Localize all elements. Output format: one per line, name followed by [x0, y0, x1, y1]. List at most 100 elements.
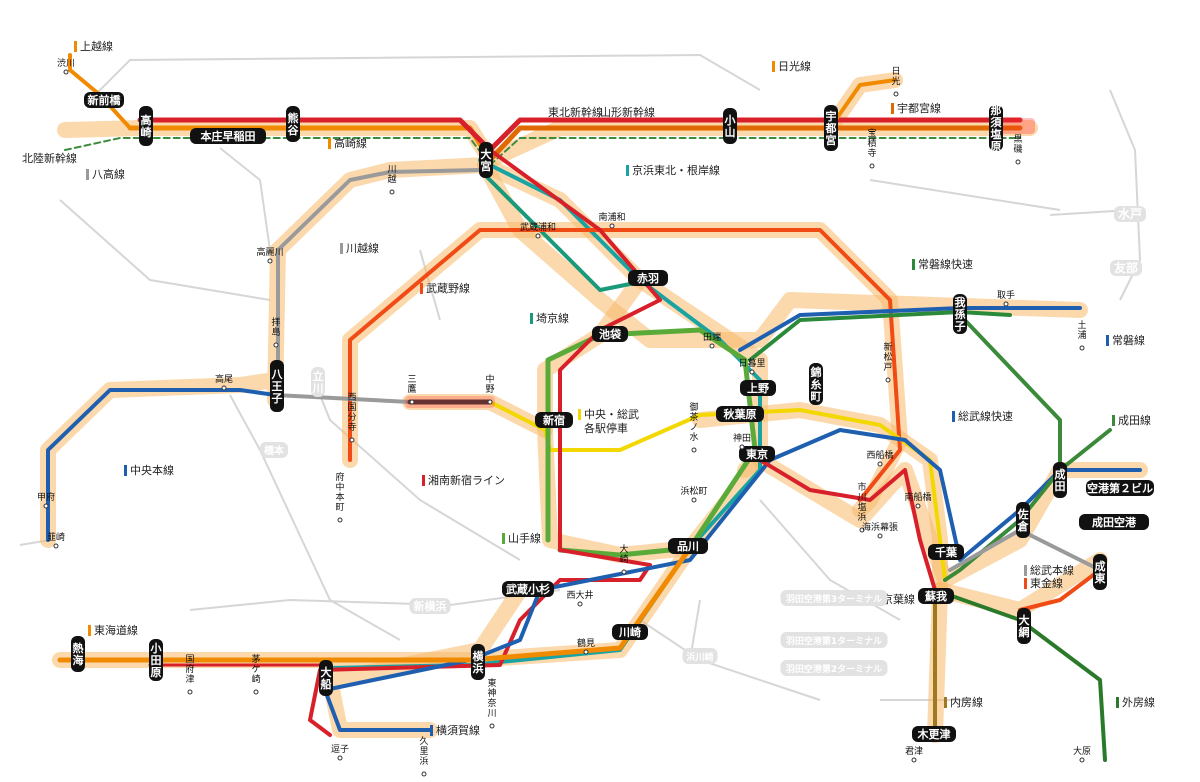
station-musashi_kosugi[interactable]: 武蔵小杉 — [502, 581, 554, 597]
station-hamamatsucho[interactable]: 浜松町 — [680, 485, 708, 503]
station-minami_funabashi[interactable]: 南船橋 — [904, 491, 932, 509]
station-label: 小山 — [724, 113, 736, 139]
station-narita_airport[interactable]: 成田空港 — [1079, 514, 1149, 530]
station-chigasaki[interactable]: 茅ケ崎 — [251, 654, 261, 695]
station-odawara[interactable]: 小田原 — [149, 639, 163, 681]
station-shibukawa[interactable]: 渋川 — [57, 57, 75, 75]
station-label: 府中本町 — [335, 471, 344, 513]
station-nirasaki[interactable]: 韮崎 — [47, 531, 65, 549]
station-abiko[interactable]: 我孫子 — [953, 294, 967, 334]
station-tsuchiura[interactable]: 土浦 — [1077, 319, 1087, 351]
station-label: 新横浜 — [414, 599, 447, 613]
line-joban — [738, 306, 1082, 352]
line-label-musashino: 武蔵野線 — [426, 281, 470, 295]
station-kumagaya[interactable]: 熊谷 — [286, 106, 300, 142]
station-airport2[interactable]: 空港第２ビル — [1086, 480, 1154, 496]
station-nikko[interactable]: 日光 — [891, 66, 901, 97]
station-nakano[interactable]: 中野 — [485, 373, 495, 405]
line-label-hokuriku_shinkansen: 北陸新幹線 — [22, 151, 77, 165]
station-label: 南船橋 — [904, 491, 931, 503]
station-dot — [337, 755, 343, 761]
station-nishioi[interactable]: 西大井 — [566, 589, 594, 607]
station-kozu[interactable]: 国府津 — [185, 654, 195, 695]
station-nishikokubunji[interactable]: 西国分寺 — [347, 392, 357, 443]
station-kawasaki[interactable]: 川崎 — [612, 624, 648, 640]
station-fuchu_hommachi[interactable]: 府中本町 — [335, 471, 345, 523]
station-ikebukuro[interactable]: 池袋 — [592, 326, 628, 342]
station-hoshakuji[interactable]: 宝積寺 — [867, 127, 877, 169]
station-label: 水戸 — [1118, 206, 1142, 221]
station-kisarazu[interactable]: 木更津 — [912, 726, 956, 742]
station-dot — [877, 461, 883, 467]
station-label: 友部 — [1113, 260, 1138, 275]
station-soga[interactable]: 蘇我 — [918, 588, 954, 604]
station-tokyo[interactable]: 東京 — [739, 446, 775, 462]
station-kimitsu[interactable]: 君津 — [905, 746, 923, 763]
station-kuroiso[interactable]: 黒磯 — [1013, 134, 1023, 165]
line-label-joetsu: 上越線 — [80, 39, 113, 53]
station-kinshicho[interactable]: 錦糸町 — [809, 363, 823, 405]
station-hachioji[interactable]: 八王子 — [270, 360, 284, 412]
station-omiya[interactable]: 大宮 — [479, 142, 493, 178]
station-takao[interactable]: 高尾 — [215, 373, 233, 391]
station-osaki[interactable]: 大崎 — [619, 543, 629, 575]
station-dot — [53, 543, 59, 549]
station-zushi[interactable]: 逗子 — [331, 744, 349, 761]
station-tsurumi[interactable]: 鶴見 — [577, 637, 595, 655]
station-label: 空港第２ビル — [1087, 481, 1153, 495]
station-mitaka[interactable]: 三鷹 — [407, 375, 417, 405]
line-label-sobu_main: 総武本線 — [1030, 563, 1074, 577]
station-akabane[interactable]: 赤羽 — [628, 270, 668, 286]
station-honjo_waseda[interactable]: 本庄早稲田 — [190, 128, 266, 144]
station-kanda[interactable]: 神田 — [733, 432, 751, 450]
station-dot — [1003, 301, 1009, 307]
station-utsunomiya[interactable]: 宇都宮 — [824, 105, 838, 151]
line-label-kawagoe: 川越線 — [346, 241, 379, 255]
station-shin_maebashi[interactable]: 新前橋 — [84, 92, 124, 108]
station-atami[interactable]: 熱海 — [71, 636, 85, 672]
station-ochanomizu[interactable]: 御茶ノ水 — [689, 401, 699, 453]
station-dot — [221, 385, 227, 391]
station-takahagi[interactable]: 高麗川 — [256, 246, 284, 264]
station-ueno[interactable]: 上野 — [740, 380, 776, 396]
station-ohara[interactable]: 大原 — [1073, 745, 1091, 763]
station-oyama[interactable]: 小山 — [723, 108, 737, 144]
station-naruto[interactable]: 成東 — [1093, 554, 1107, 590]
station-yokohama[interactable]: 横浜 — [471, 644, 485, 680]
station-label: 秋葉原 — [724, 407, 757, 421]
station-oami[interactable]: 大網 — [1017, 608, 1031, 644]
station-nasushiobara[interactable]: 那須塩原 — [989, 104, 1003, 153]
station-label: 宝積寺 — [867, 127, 876, 159]
station-label: 田端 — [703, 331, 721, 343]
station-kawagoe[interactable]: 川越 — [387, 165, 397, 195]
station-nippori[interactable]: 日暮里 — [738, 357, 766, 375]
station-haijima[interactable]: 拝島 — [271, 316, 281, 348]
station-shin_matsudo[interactable]: 新松戸 — [883, 341, 893, 383]
station-musashi_urawa[interactable]: 武蔵浦和 — [520, 221, 556, 239]
line-marker-sobu_rapid — [952, 411, 955, 422]
station-dot — [691, 497, 697, 503]
station-shinjuku[interactable]: 新宿 — [535, 412, 573, 428]
station-kaihin_makuhari[interactable]: 海浜幕張 — [862, 521, 898, 539]
station-tabata[interactable]: 田端 — [703, 331, 721, 349]
station-kurihama[interactable]: 久里浜 — [419, 735, 429, 777]
station-gray-haneda3: 羽田空港第3ターミナル — [780, 590, 888, 606]
station-kofu[interactable]: 甲府 — [37, 491, 55, 509]
station-akihabara[interactable]: 秋葉原 — [716, 406, 764, 422]
station-nishi_funabashi[interactable]: 西船橋 — [866, 449, 894, 467]
station-minami_urawa[interactable]: 南浦和 — [598, 211, 626, 229]
station-dot — [869, 163, 875, 169]
station-takasaki[interactable]: 高崎 — [139, 106, 153, 146]
station-higashi_kanagawa[interactable]: 東神奈川 — [487, 677, 497, 729]
station-label: 国府津 — [185, 654, 194, 685]
station-ofuna[interactable]: 大船 — [319, 660, 333, 696]
station-sakura[interactable]: 佐倉 — [1016, 502, 1030, 538]
line-marker-sobu_main — [1024, 565, 1027, 576]
station-toride[interactable]: 取手 — [997, 289, 1015, 307]
station-narita[interactable]: 成田 — [1053, 462, 1067, 498]
station-shinagawa[interactable]: 品川 — [668, 538, 708, 554]
station-label: 蘇我 — [924, 589, 947, 603]
station-ichikawa_shiohama[interactable]: 市川塩浜 — [857, 481, 867, 533]
station-chiba[interactable]: 千葉 — [928, 544, 964, 560]
line-marker-narita — [1112, 415, 1115, 426]
